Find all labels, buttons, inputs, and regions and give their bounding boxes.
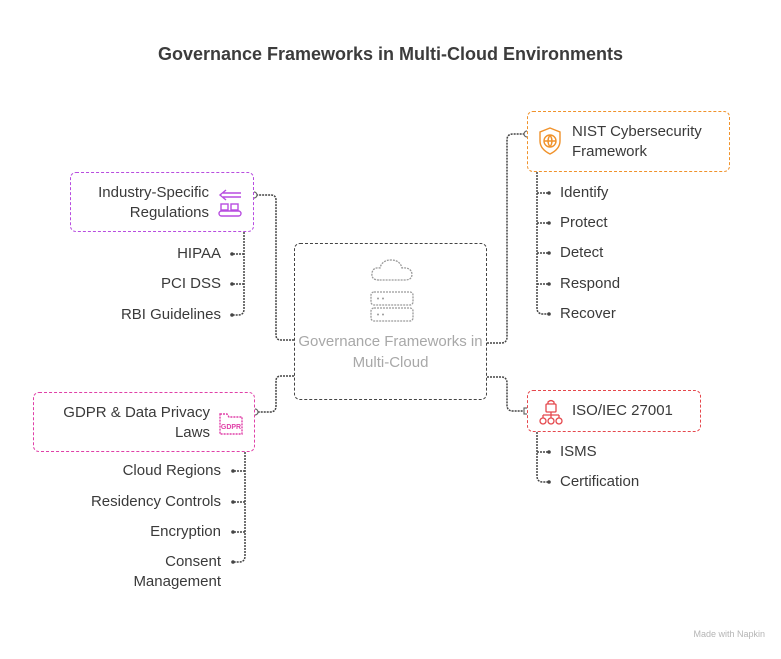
gdpr-label: GDPR & Data Privacy Laws — [63, 404, 210, 441]
industry-child-rbi: RBI Guidelines — [120, 306, 221, 323]
arrow-dot — [231, 530, 235, 534]
connector-center-right-nist — [487, 133, 527, 344]
node-iso-27001[interactable]: ISO/IEC 27001 — [527, 390, 701, 432]
node-nist[interactable]: NIST Cybersecurity Framework — [527, 111, 730, 172]
gdpr-child-cloud-regions: Cloud Regions — [122, 462, 221, 479]
arrow-dot — [547, 221, 551, 225]
connector-gdpr-children — [233, 452, 246, 563]
diagram-title: Governance Frameworks in Multi-Cloud Env… — [157, 44, 624, 64]
nist-child-identify: Identify — [560, 184, 609, 201]
center-node[interactable]: Governance Frameworks in Multi-Cloud — [294, 243, 487, 400]
arrow-dot — [230, 252, 234, 256]
connector-center-left — [254, 194, 294, 341]
arrow-dot — [547, 480, 551, 484]
gdpr-child-residency: Residency Controls — [90, 493, 221, 510]
shield-globe-icon — [539, 127, 561, 155]
arrow-dot — [547, 282, 551, 286]
arrow-dot — [547, 251, 551, 255]
connector-nist-children — [536, 172, 549, 315]
iso-child-isms: ISMS — [560, 443, 597, 460]
industry-child-pci-dss: PCI DSS — [160, 275, 221, 292]
nist-child-protect: Protect — [560, 214, 608, 231]
arrow-dot — [230, 282, 234, 286]
gdpr-folder-icon: GDPR — [219, 413, 243, 435]
watermark: Made with Napkin — [693, 629, 765, 639]
connector-iso-children — [536, 432, 549, 483]
compliance-conveyor-icon — [218, 189, 242, 217]
arrow-dot — [547, 450, 551, 454]
arrow-dot — [547, 312, 551, 316]
connector-industry-children — [232, 232, 245, 316]
connector-center-left-gdpr — [255, 375, 294, 413]
iso-label: ISO/IEC 27001 — [572, 402, 673, 419]
center-label: Governance Frameworks in Multi-Cloud — [298, 333, 483, 371]
cloud-server-icon — [370, 259, 414, 322]
industry-child-hipaa: HIPAA — [177, 245, 221, 262]
industry-label: Industry-Specific Regulations — [98, 184, 209, 221]
iso-child-certification: Certification — [560, 473, 640, 490]
arrow-dot — [547, 191, 551, 195]
nist-child-respond: Respond — [560, 275, 621, 292]
node-industry-regulations[interactable]: Industry-Specific Regulations — [70, 172, 254, 232]
arrow-dot — [231, 560, 235, 564]
nist-child-detect: Detect — [560, 244, 604, 261]
arrow-dot — [230, 313, 234, 317]
connector-center-right-iso — [487, 376, 527, 412]
nist-child-recover: Recover — [560, 305, 616, 322]
svg-text:GDPR: GDPR — [221, 424, 241, 431]
arrow-dot — [231, 469, 235, 473]
lock-hierarchy-icon — [539, 399, 563, 425]
gdpr-child-consent: Consent Management — [133, 553, 221, 590]
node-gdpr[interactable]: GDPR & Data Privacy Laws GDPR — [33, 392, 255, 452]
arrow-dot — [231, 500, 235, 504]
gdpr-child-encryption: Encryption — [150, 523, 221, 540]
nist-label: NIST Cybersecurity Framework — [572, 123, 702, 160]
